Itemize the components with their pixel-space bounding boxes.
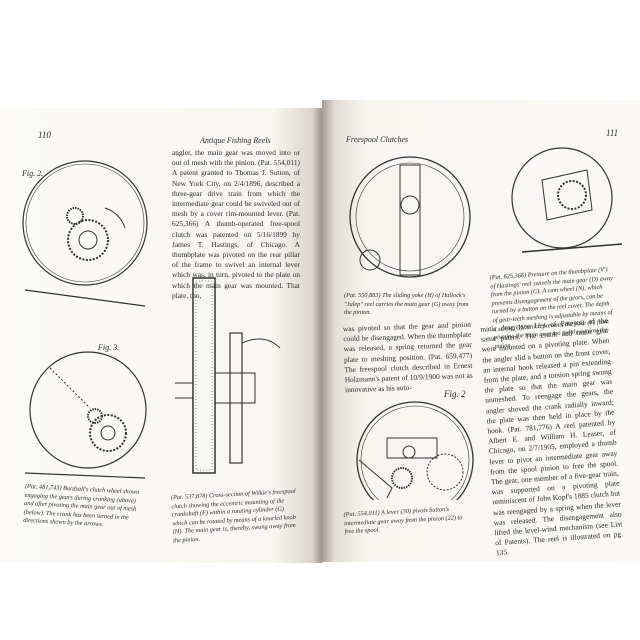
right-page: Freespool Clutches 111 (Pat. 625,366) Pr… [322, 100, 640, 562]
patent-drawing-cross-section [175, 273, 285, 483]
patent-drawing-reel-lower [20, 338, 160, 488]
figure-caption: (Pat. 554,011) A lever (30) pivots Sutto… [343, 505, 472, 537]
page-number: 110 [38, 130, 51, 140]
figure-caption: (Pat. 481,743) Burdsall's clutch wheel s… [23, 483, 145, 532]
running-head: Antique Fishing Reels [200, 136, 271, 145]
patent-drawing-thumbplate [492, 140, 632, 265]
patent-drawing-sliding-yoke [342, 145, 482, 290]
figure-label: Fig. 3. [98, 344, 119, 353]
figure-caption: (Pat. 550,883) The sliding yoke (H) of H… [344, 292, 470, 318]
body-text-column-2: matic drag (see List of Patents) of the … [480, 316, 624, 559]
figure-caption: (Pat. 537,878) Cross-section of Wilkie's… [171, 488, 302, 546]
running-head: Freespool Clutches [346, 135, 408, 144]
page-number: 111 [606, 128, 618, 138]
patent-drawing-reel-upper [20, 148, 160, 318]
left-page: 110 Antique Fishing Reels angler, the ma… [0, 108, 322, 563]
patent-drawing-lever-gear [347, 400, 477, 500]
body-text-column-1: was pivoted so that the gear and pinion … [343, 320, 473, 396]
open-book: 110 Antique Fishing Reels angler, the ma… [0, 100, 640, 565]
figure-label: Fig. 2 [444, 390, 466, 399]
